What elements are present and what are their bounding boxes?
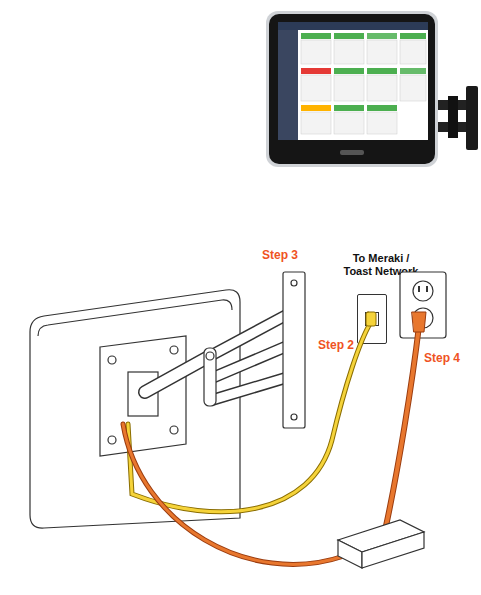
node-heading: To Meraki / Toast Network	[337, 252, 425, 278]
ethernet-cable	[128, 312, 376, 512]
power-cable	[123, 312, 426, 564]
tablet-back	[30, 290, 240, 528]
step-callout: Step 2	[318, 338, 354, 352]
ethernet-jack-plate	[357, 294, 387, 344]
swing-arm	[145, 312, 292, 406]
step-callout: Step 4	[424, 351, 460, 365]
tablet-photo	[266, 11, 478, 167]
step-callout: Step 3	[262, 248, 298, 262]
ethernet-port	[365, 312, 379, 326]
wall-plate	[283, 272, 305, 428]
wall-jack: To Meraki / Toast Network	[337, 252, 425, 348]
power-outlet	[400, 272, 446, 338]
power-brick	[338, 520, 424, 568]
